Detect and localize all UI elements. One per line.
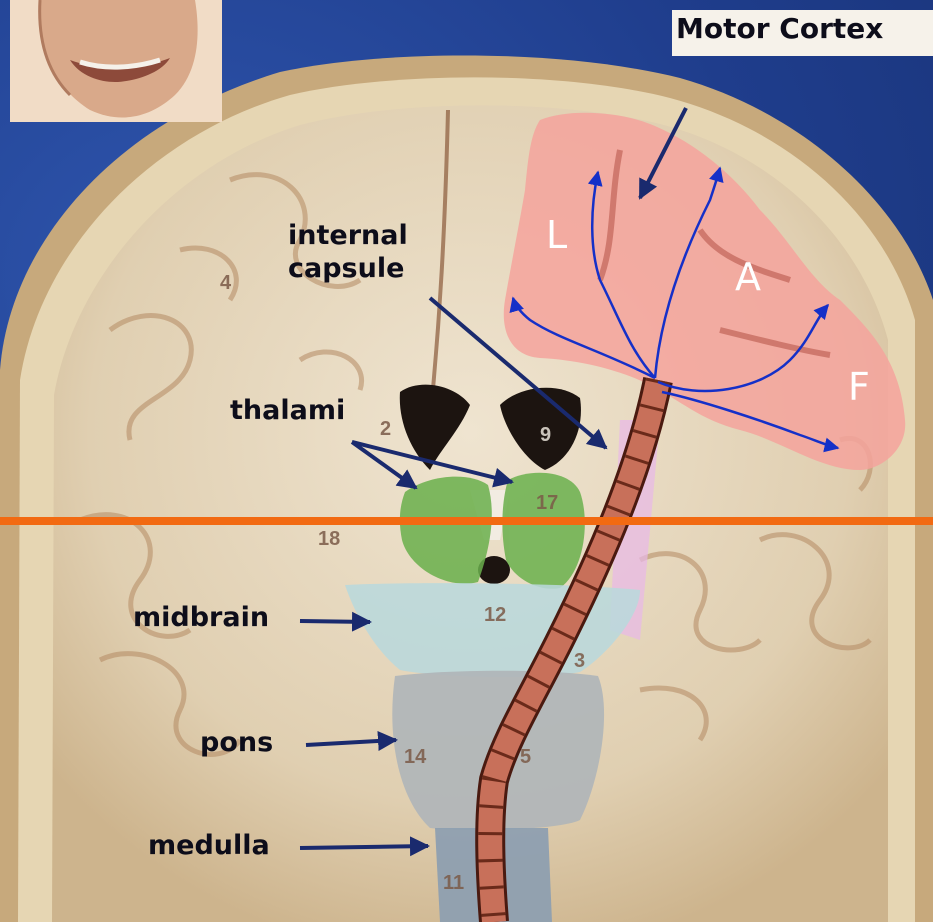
section-number: 9	[540, 424, 551, 447]
lobe-letter-f: F	[848, 368, 870, 406]
section-number: 18	[318, 528, 340, 551]
face-photo	[10, 0, 222, 122]
section-number: 3	[574, 650, 585, 673]
midbrain-label: midbrain	[133, 602, 269, 635]
section-number: 12	[484, 604, 506, 627]
lobe-letter-l: L	[546, 216, 567, 254]
thalami-label: thalami	[230, 395, 345, 428]
pons-label: pons	[200, 727, 273, 760]
section-number: 2	[380, 418, 391, 441]
section-number: 11	[443, 872, 464, 895]
medulla-label: medulla	[148, 830, 270, 863]
lobe-letter-a: A	[735, 258, 761, 296]
section-number: 5	[520, 746, 531, 769]
section-number: 14	[404, 746, 426, 769]
section-number: 17	[536, 492, 558, 515]
section-number: 4	[220, 272, 231, 295]
internal-capsule-label: internal capsule	[288, 220, 408, 286]
slide-title: Motor Cortex	[676, 12, 883, 46]
